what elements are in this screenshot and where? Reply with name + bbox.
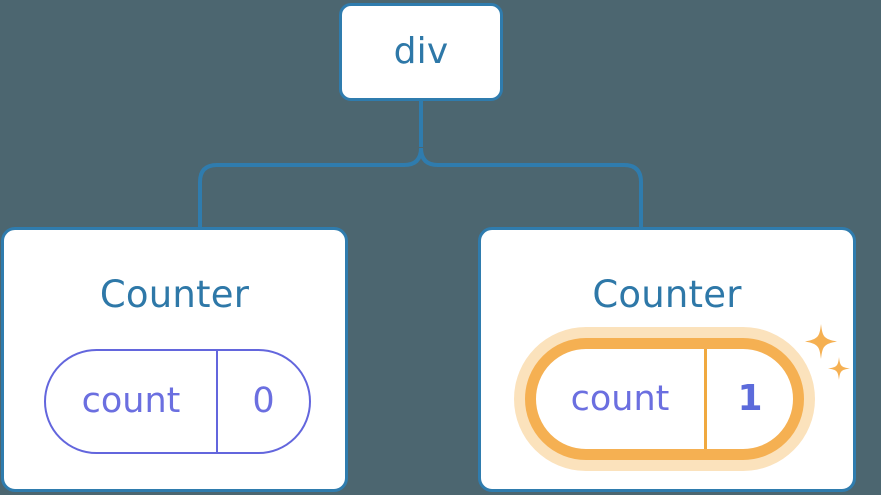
connector-branches: [198, 147, 643, 228]
node-div-label: div: [393, 31, 449, 72]
state-value-cell: 0: [218, 351, 309, 452]
node-div[interactable]: div: [339, 3, 503, 101]
card-title: Counter: [99, 273, 250, 316]
state-pill[interactable]: count 0: [44, 349, 311, 454]
card-title: Counter: [592, 273, 742, 316]
state-key-cell: count: [46, 351, 218, 452]
component-card-counter-right[interactable]: Counter count 1: [478, 227, 856, 492]
state-value-label: 0: [252, 381, 275, 421]
state-value-label: 1: [737, 378, 763, 419]
state-value-cell: 1: [707, 349, 793, 449]
state-key-label: count: [570, 378, 670, 419]
state-pill-wrapper: count 0: [44, 349, 311, 454]
component-card-counter-left[interactable]: Counter count 0: [1, 227, 348, 492]
state-key-cell: count: [536, 349, 707, 449]
state-pill-wrapper: count 1: [525, 338, 804, 460]
state-pill-highlighted[interactable]: count 1: [525, 338, 804, 460]
state-key-label: count: [81, 381, 181, 421]
